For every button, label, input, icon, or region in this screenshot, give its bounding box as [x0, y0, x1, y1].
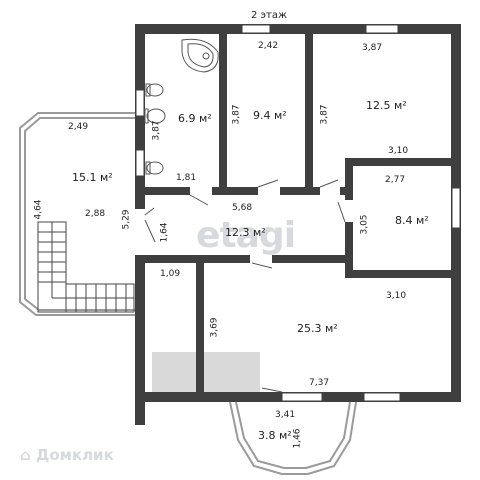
dim-label: 3,10 [388, 146, 409, 156]
dim-label: 5,29 [121, 209, 132, 230]
room-area-bedroom-small: 9.4 м² [253, 109, 287, 122]
dim-label: 3,69 [209, 317, 220, 338]
room-area-living: 25.3 м² [297, 322, 338, 335]
room-area-bay-balcony: 3.8 м² [258, 429, 292, 442]
dim-label: 3,05 [359, 214, 370, 235]
dim-label: 3,87 [231, 104, 242, 125]
dim-label: 5,68 [232, 203, 253, 213]
room-area-bathroom: 6.9 м² [178, 112, 212, 125]
bathtub-icon [181, 38, 219, 73]
shaded-area-right [204, 352, 260, 392]
dim-label: 3,87 [151, 120, 162, 141]
dim-label: 3,10 [386, 291, 407, 301]
watermark-corner-text: Домклик [35, 446, 114, 464]
dim-label: 3,87 [362, 43, 383, 53]
toilet-icon-lower [145, 161, 164, 175]
domklik-logo-icon: ⌂ [20, 446, 36, 464]
watermark-corner: ⌂ Домклик [20, 446, 114, 464]
room-area-bedroom-top-right: 12.5 м² [366, 99, 407, 112]
dim-label: 2,42 [258, 41, 279, 51]
dim-label: 2,77 [385, 175, 406, 185]
dim-label: 1,46 [292, 428, 303, 449]
dim-label: 4,64 [33, 199, 44, 220]
watermark-center: etagi [196, 215, 296, 256]
dim-label: 3,87 [319, 104, 330, 125]
stairs [37, 221, 135, 313]
dim-label: 7,37 [309, 378, 330, 388]
sink-icon [144, 108, 166, 124]
terrace-outline [19, 112, 135, 316]
dim-label: 1,81 [176, 173, 197, 183]
windows [135, 24, 461, 402]
dim-label: 2,88 [85, 209, 106, 219]
room-area-hall: 12.3 м² [225, 226, 266, 239]
doors [135, 179, 353, 393]
floor-title: 2 этаж [251, 10, 287, 21]
room-area-room-right: 8.4 м² [395, 214, 429, 227]
dim-label: 1,09 [160, 269, 181, 279]
dim-label: 3,41 [275, 410, 296, 420]
room-area-terrace: 15.1 м² [72, 171, 113, 184]
shaded-area-left [152, 352, 200, 392]
dim-label: 1,64 [159, 222, 170, 243]
dim-label: 2,49 [68, 122, 89, 132]
toilet-icon [145, 83, 164, 97]
bay-balcony-outline [229, 401, 357, 475]
